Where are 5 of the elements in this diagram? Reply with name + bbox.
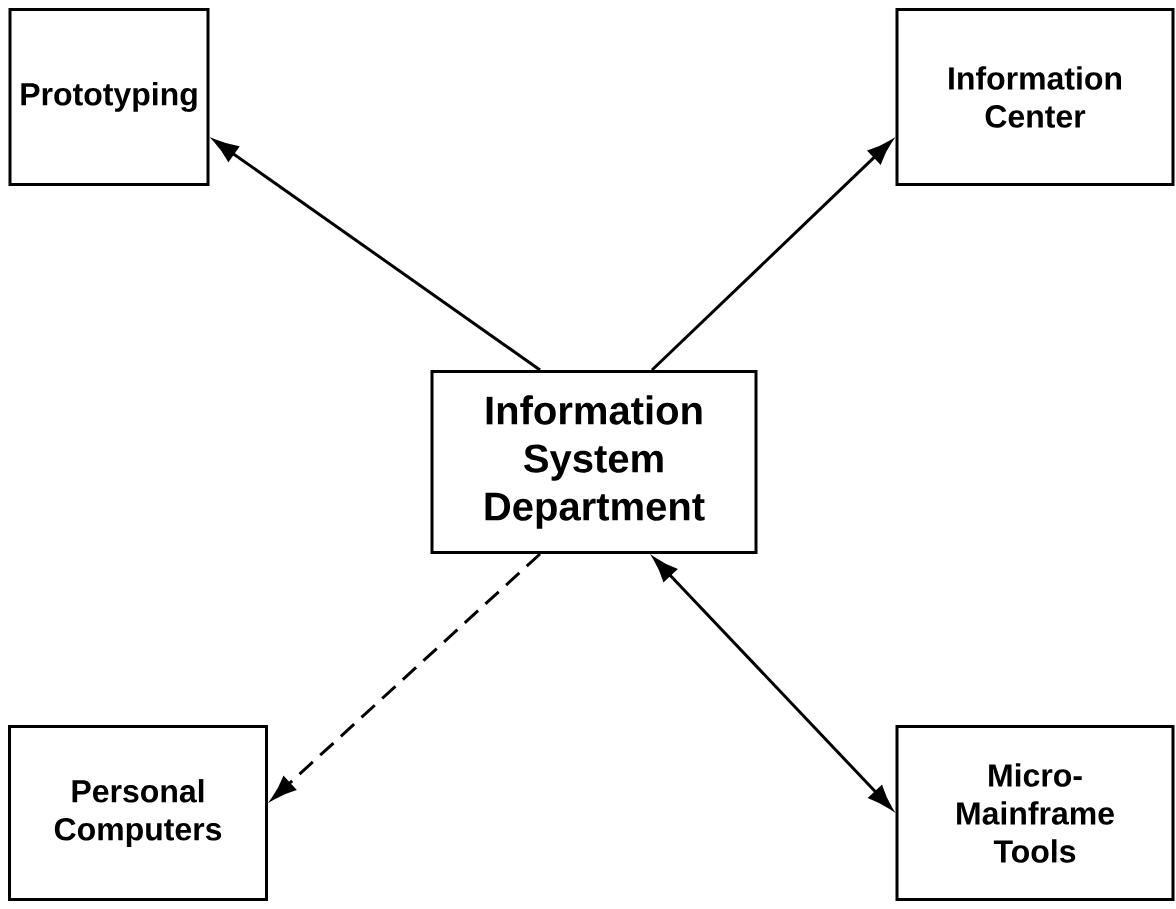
process-box: Prototyping xyxy=(8,8,210,186)
process-box: Personal Computers xyxy=(8,725,268,901)
process-box: Information Center xyxy=(895,8,1175,186)
process-box: Micro-Mainframe Tools xyxy=(895,725,1175,901)
process-box: Information System Department xyxy=(430,370,758,554)
